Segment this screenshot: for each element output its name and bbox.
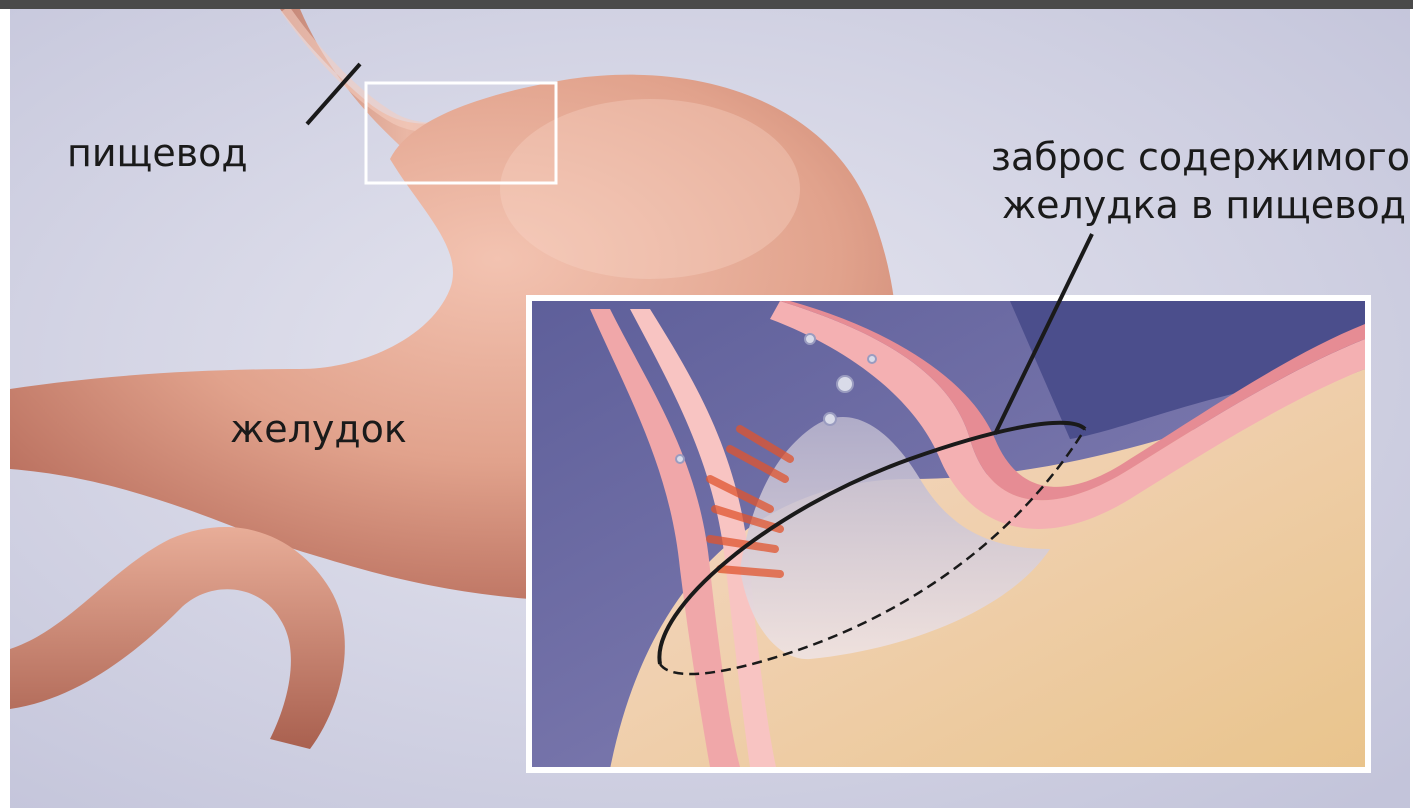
illustration-svg (10, 9, 1410, 808)
stomach-label: желудок (230, 407, 407, 451)
illustration: пищевод желудок заброс содержимого желуд… (10, 9, 1410, 808)
reflux-label-line2: желудка в пищевод (1002, 183, 1406, 227)
inset-closeup (532, 301, 1365, 769)
top-border (0, 0, 1413, 9)
reflux-label-line1: заброс содержимого (991, 135, 1410, 179)
esophagus-label: пищевод (67, 131, 248, 175)
